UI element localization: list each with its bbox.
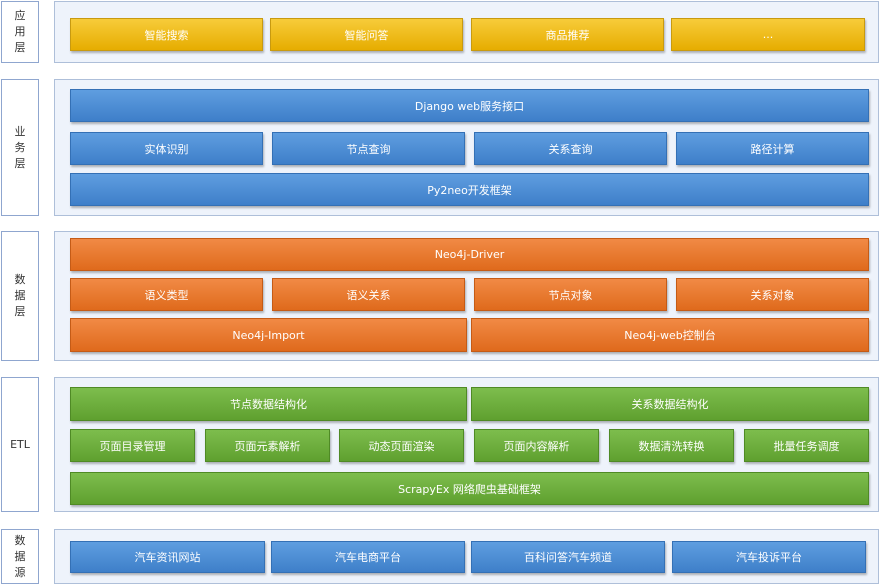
box-path-calculation: 路径计算 <box>676 132 869 165</box>
box-smart-qa: 智能问答 <box>270 18 463 51</box>
layer-panel-data: Neo4j-Driver 语义类型 语义关系 节点对象 关系对象 Neo4j-I… <box>54 231 879 361</box>
box-neo4j-web-console: Neo4j-web控制台 <box>471 318 869 352</box>
box-neo4j-import: Neo4j-Import <box>70 318 467 352</box>
box-auto-complaint-platform: 汽车投诉平台 <box>672 541 866 573</box>
box-scrapyex-framework: ScrapyEx 网络爬虫基础框架 <box>70 472 869 505</box>
box-product-recommend: 商品推荐 <box>471 18 664 51</box>
box-neo4j-driver: Neo4j-Driver <box>70 238 869 271</box>
box-relation-data-structuring: 关系数据结构化 <box>471 387 869 421</box>
box-py2neo-framework: Py2neo开发框架 <box>70 173 869 206</box>
box-smart-search: 智能搜索 <box>70 18 263 51</box>
box-encyclopedia-qa-auto-channel: 百科问答汽车频道 <box>471 541 665 573</box>
layer-label-etl: ETL <box>1 377 39 512</box>
box-auto-news-sites: 汽车资讯网站 <box>70 541 265 573</box>
layer-label-data: 数 据 层 <box>1 231 39 361</box>
layer-label-source: 数 据 源 <box>1 529 39 584</box>
box-page-content-parsing: 页面内容解析 <box>474 429 599 462</box>
layer-panel-business: Django web服务接口 实体识别 节点查询 关系查询 路径计算 Py2ne… <box>54 79 879 216</box>
layer-label-application: 应 用 层 <box>1 1 39 63</box>
box-node-object: 节点对象 <box>474 278 667 311</box>
box-relation-query: 关系查询 <box>474 132 667 165</box>
layer-panel-application: 智能搜索 智能问答 商品推荐 ... <box>54 1 879 63</box>
layer-panel-etl: 节点数据结构化 关系数据结构化 页面目录管理 页面元素解析 动态页面渲染 页面内… <box>54 377 879 512</box>
box-dynamic-page-rendering: 动态页面渲染 <box>339 429 464 462</box>
box-page-directory-management: 页面目录管理 <box>70 429 195 462</box>
box-auto-ecommerce-platform: 汽车电商平台 <box>271 541 465 573</box>
box-relation-object: 关系对象 <box>676 278 869 311</box>
box-node-data-structuring: 节点数据结构化 <box>70 387 467 421</box>
layer-label-business: 业 务 层 <box>1 79 39 216</box>
box-data-cleaning-conversion: 数据清洗转换 <box>609 429 734 462</box>
box-entity-recognition: 实体识别 <box>70 132 263 165</box>
box-batch-task-scheduling: 批量任务调度 <box>744 429 869 462</box>
box-django-web-api: Django web服务接口 <box>70 89 869 122</box>
box-node-query: 节点查询 <box>272 132 465 165</box>
box-app-more: ... <box>671 18 865 51</box>
layer-panel-source: 汽车资讯网站 汽车电商平台 百科问答汽车频道 汽车投诉平台 <box>54 529 879 584</box>
box-page-element-parsing: 页面元素解析 <box>205 429 330 462</box>
box-semantic-type: 语义类型 <box>70 278 263 311</box>
box-semantic-relation: 语义关系 <box>272 278 465 311</box>
